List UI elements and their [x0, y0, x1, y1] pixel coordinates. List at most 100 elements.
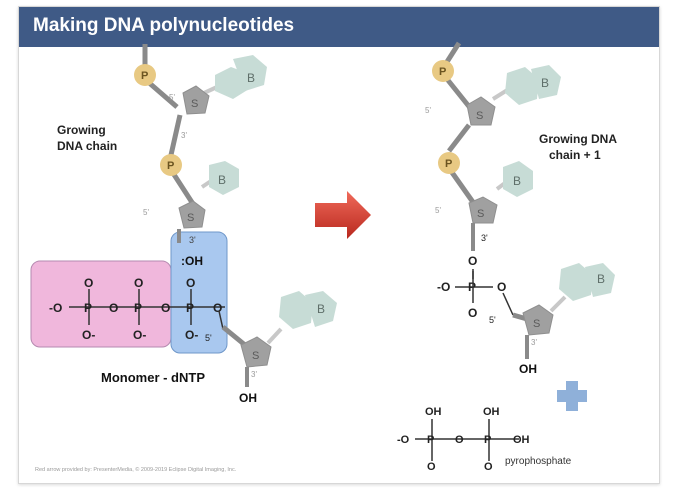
phosphate-label: P — [439, 66, 446, 78]
sugar-pentagon — [182, 85, 210, 115]
base-label: B — [597, 272, 605, 286]
p-atom: P — [134, 301, 142, 315]
p-atom: P — [84, 301, 92, 315]
o-minus-label: -O — [397, 434, 410, 446]
prime5-label: 5' — [143, 208, 149, 217]
p-atom: P — [186, 301, 194, 315]
o-atom: O — [161, 301, 170, 315]
growing-chain-plus-line2: chain + 1 — [549, 148, 601, 162]
base-label: B — [317, 302, 325, 316]
oh-atom: OH — [425, 406, 442, 418]
backbone-line — [145, 79, 179, 109]
monomer-label: Monomer - dNTP — [101, 370, 205, 385]
o-atom: O — [497, 280, 506, 294]
oh-label: OH — [239, 391, 257, 405]
base-pentagon — [233, 55, 267, 91]
right-nucleotide-2: B S P 5' 3' — [435, 152, 533, 251]
backbone-line — [445, 77, 473, 111]
o-atom: O — [484, 461, 493, 473]
phosphate-circle — [134, 64, 156, 86]
p-atom: P — [484, 434, 491, 446]
growing-chain-plus-line1: Growing DNA — [539, 132, 617, 146]
left-nucleotide-2: B S P 5' — [143, 154, 239, 229]
base-hexagon — [209, 161, 239, 195]
dntp-triphosphate: -O P O P O P O O O O O- O- O- 5' — [49, 276, 225, 343]
sugar-pentagon — [466, 96, 496, 126]
sugar-pentagon — [240, 336, 272, 368]
oh-atom: OH — [513, 434, 530, 446]
o-atom: O — [84, 276, 93, 290]
pyrophosphate-label: pyrophosphate — [505, 456, 572, 467]
o-atom: O — [213, 301, 222, 315]
base-pentagon — [305, 291, 337, 327]
prime3-label: 3' — [181, 131, 187, 140]
prime5-label: 5' — [205, 333, 212, 343]
glycosidic-bond — [549, 295, 567, 313]
sugar-label: S — [252, 350, 259, 362]
sugar-pentagon — [468, 196, 498, 224]
phosphate-label: P — [141, 70, 148, 82]
title-bar: Making DNA polynucleotides — [19, 7, 659, 47]
pyrophosphate: OH OH -O P O P OH O O pyrophosphate — [397, 406, 572, 473]
slide: Making DNA polynucleotides B S P 5' 3' G… — [18, 6, 660, 484]
phosphate-label: P — [167, 160, 174, 172]
o-atom: O — [427, 461, 436, 473]
prime3-label: 3' — [189, 235, 196, 245]
left-nucleotide-1: B S P 5' 3' — [134, 44, 267, 140]
phosphate-label: P — [445, 158, 452, 170]
monomer-nucleotide: S B 3' OH — [221, 291, 337, 405]
prime5-label: 5' — [425, 106, 431, 115]
o-atom: O — [186, 276, 195, 290]
hydroxyl-label: :OH — [181, 254, 203, 268]
sugar-pentagon — [522, 304, 554, 336]
sugar-label: S — [191, 98, 198, 110]
o-minus-atom: O- — [133, 328, 146, 342]
o-atom: O — [468, 306, 477, 320]
reacting-groups-highlight-box — [170, 231, 228, 354]
phosphate-circle — [438, 152, 460, 174]
glycosidic-bond — [266, 327, 283, 345]
diagram-canvas: B S P 5' 3' Growing DNA chain B S P 5' — [30, 41, 617, 473]
sugar-label: S — [187, 212, 194, 224]
base-label: B — [541, 76, 549, 90]
p-atom: P — [427, 434, 434, 446]
sugar-label: S — [476, 110, 483, 122]
phosphate-circle — [160, 154, 182, 176]
backbone-line — [168, 114, 183, 156]
reaction-arrow — [315, 191, 371, 239]
base-label: B — [218, 173, 226, 187]
base-label: B — [247, 71, 255, 85]
o-minus-atom: O- — [82, 328, 95, 342]
bond — [502, 292, 514, 316]
growing-chain-label-line1: Growing — [57, 123, 106, 137]
glycosidic-bond — [203, 85, 218, 95]
base-label: B — [513, 174, 521, 188]
prime5-label: 5' — [169, 93, 175, 102]
sugar-label: S — [533, 318, 540, 330]
right-nucleotide-3: S B 3' OH — [512, 263, 615, 376]
prime5-label: 5' — [489, 315, 496, 325]
o-atom: O — [468, 254, 477, 268]
base-hexagon — [503, 161, 533, 197]
base-hexagon — [559, 263, 593, 301]
p-atom: P — [468, 280, 476, 294]
prime3-label: 3' — [481, 233, 488, 243]
base-hexagon — [279, 291, 313, 329]
o-minus-label: -O — [437, 280, 450, 294]
credit-text: Red arrow provided by: PresenterMedia, ©… — [35, 466, 237, 473]
o-atom: O — [109, 301, 118, 315]
phosphate-circle — [432, 60, 454, 82]
growing-chain-label-line2: DNA chain — [57, 139, 117, 153]
backbone-line — [221, 325, 247, 347]
base-pentagon — [585, 263, 615, 297]
prime3-label: 3' — [531, 338, 537, 347]
plus-sign — [557, 381, 587, 411]
o-atom: O — [455, 434, 464, 446]
sugar-label: S — [477, 208, 484, 220]
base-pentagon — [531, 65, 561, 99]
o-minus-atom: O- — [185, 328, 198, 342]
sugar-pentagon — [178, 200, 206, 229]
phosphate-bond — [218, 310, 224, 330]
backbone-line — [448, 169, 478, 207]
plus-horizontal — [557, 390, 587, 402]
